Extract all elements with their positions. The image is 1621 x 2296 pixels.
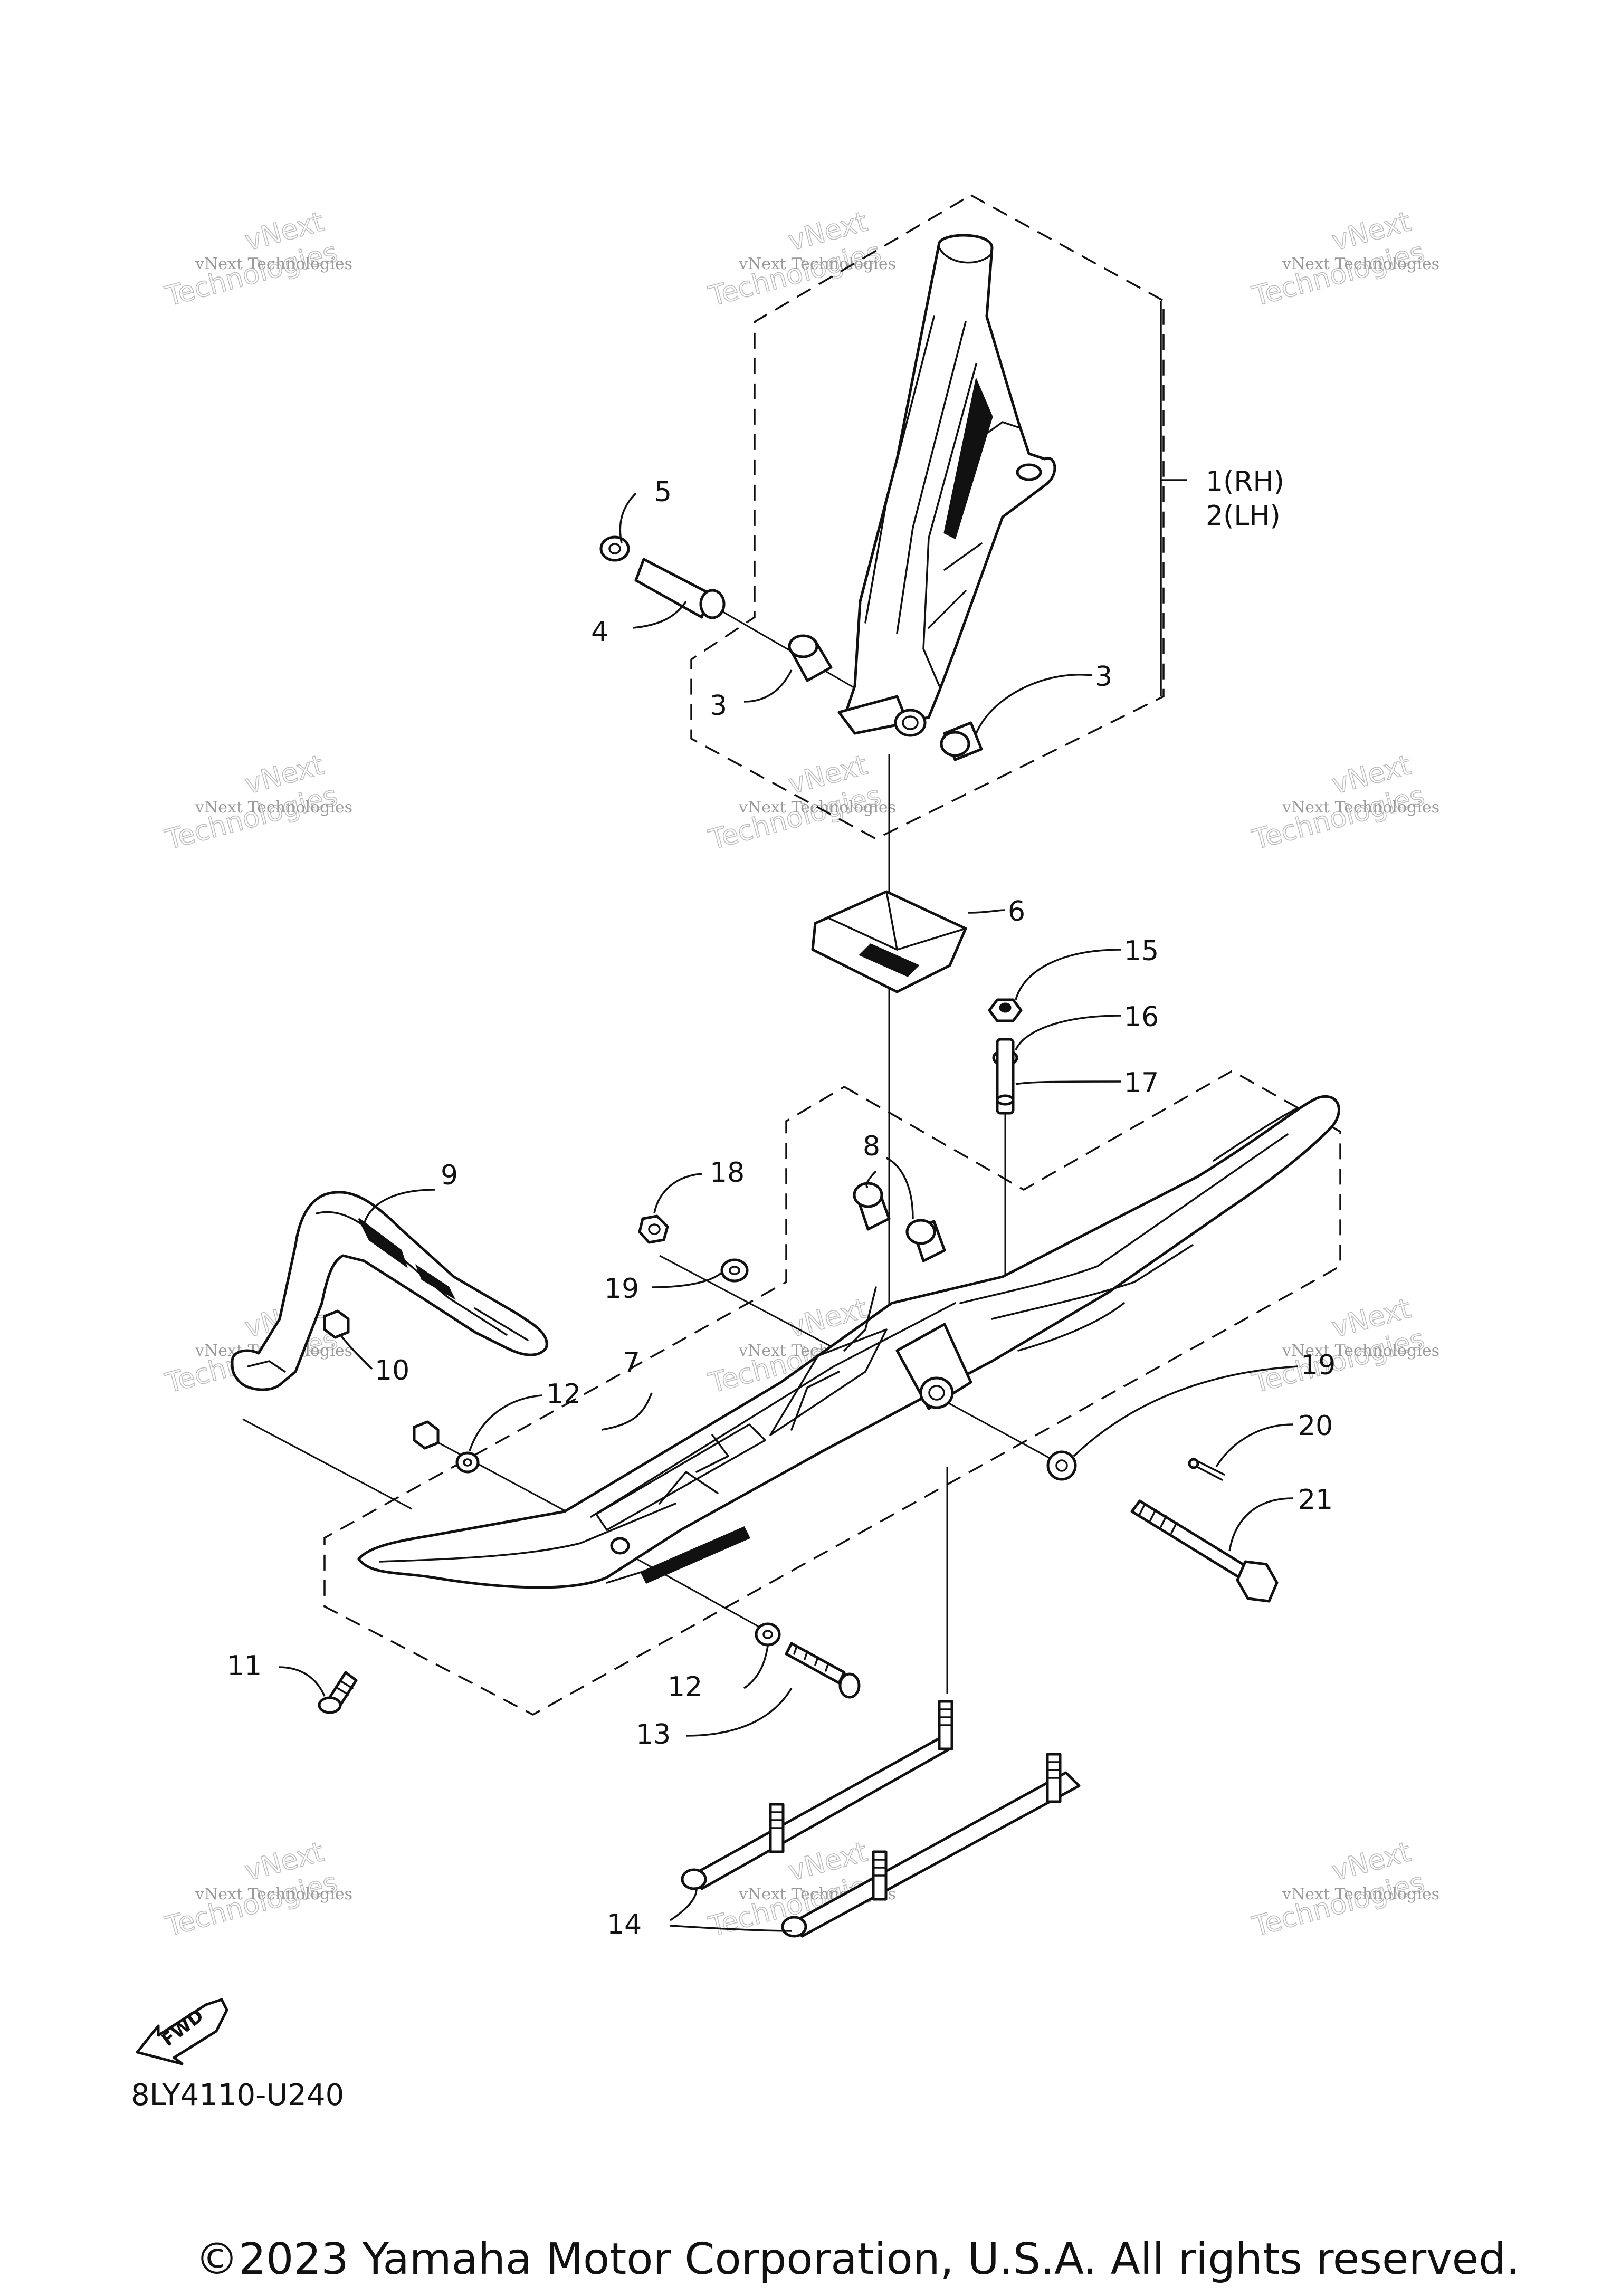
nut-10 — [323, 1309, 350, 1339]
bolt-11 — [318, 1671, 358, 1714]
leader-lines — [278, 479, 1299, 1932]
callout-4: 4 — [591, 616, 608, 648]
diagram-code: 8LY4110-U240 — [131, 2078, 344, 2112]
callout-5: 5 — [654, 476, 672, 508]
watermark: vNext Technologies vNext Technologies — [1248, 1835, 1439, 1943]
bolt-13 — [785, 1642, 861, 1699]
fwd-arrow-icon: FWD — [136, 1998, 228, 2065]
svg-text:vNext Technologies: vNext Technologies — [1282, 1885, 1439, 1903]
callout-6: 6 — [1008, 896, 1025, 927]
svg-text:vNext Technologies: vNext Technologies — [195, 1885, 352, 1903]
callout-14: 14 — [607, 1909, 642, 1940]
callout-20: 20 — [1298, 1410, 1333, 1442]
ski-handle — [231, 1191, 548, 1391]
pivot-bolt-axis-line — [939, 1397, 1061, 1465]
washer-5 — [599, 535, 630, 562]
collar — [634, 558, 726, 619]
callout-10: 10 — [375, 1355, 409, 1386]
watermark: vNext Technologies vNext Technologies — [1248, 749, 1439, 856]
callout-8: 8 — [863, 1131, 880, 1162]
svg-text:vNext Technologies: vNext Technologies — [195, 255, 352, 273]
callout-17: 17 — [1124, 1067, 1159, 1099]
svg-text:vNext Technologies: vNext Technologies — [1282, 1342, 1439, 1360]
nut-15 — [988, 998, 1023, 1022]
cotter-pin-20 — [1188, 1458, 1225, 1481]
handle-to-ski-line — [242, 1418, 412, 1510]
pivot-bolt-21 — [1130, 1499, 1279, 1603]
runner-upper — [681, 1700, 953, 1890]
callout-3-left: 3 — [710, 690, 727, 722]
washer-12-lower — [755, 1622, 781, 1647]
copyright-notice: ©2023 Yamaha Motor Corporation, U.S.A. A… — [195, 2234, 1520, 2284]
bushing-left — [788, 634, 833, 682]
callout-12-lower: 12 — [668, 1671, 702, 1703]
runner-lower — [781, 1753, 1081, 1938]
bushing-right — [940, 721, 983, 761]
callout-labels: 1(RH) 2(LH) 3 3 4 5 6 7 8 9 10 11 12 12 … — [227, 466, 1336, 1940]
callout-1: 1(RH) — [1206, 466, 1284, 498]
washer-19-right — [1046, 1450, 1077, 1481]
spindle-assembly-boundary — [690, 194, 1165, 840]
svg-text:vNext Technologies: vNext Technologies — [1282, 798, 1439, 817]
ski-bushing-right — [905, 1219, 946, 1262]
ski-assembly-boundary — [323, 1069, 1341, 1716]
watermark: vNext Technologies vNext Technologies — [161, 1835, 352, 1943]
watermark: vNext Technologies vNext Technologies — [161, 749, 352, 856]
callout-12-upper: 12 — [546, 1379, 581, 1410]
nut-18 — [638, 1214, 669, 1244]
callout-21: 21 — [1298, 1484, 1333, 1516]
handle-bolt-line-a — [414, 1429, 592, 1526]
ski — [357, 1095, 1340, 1589]
callout-7: 7 — [623, 1347, 640, 1379]
handle-bolt-line-b — [659, 1255, 840, 1352]
svg-text:vNext Technologies: vNext Technologies — [1282, 255, 1439, 273]
nut-handle — [413, 1420, 440, 1450]
callout-9: 9 — [441, 1160, 458, 1191]
callout-2: 2(LH) — [1206, 500, 1281, 532]
ski-spindle — [837, 234, 1056, 737]
watermark: vNext Technologies vNext Technologies — [705, 749, 896, 856]
callout-13: 13 — [636, 1719, 671, 1750]
watermark: vNext Technologies vNext Technologies — [705, 205, 896, 313]
callout-19-right: 19 — [1301, 1350, 1336, 1381]
ski-bushing-left — [853, 1182, 891, 1231]
svg-text:vNext Technologies: vNext Technologies — [195, 798, 352, 817]
callout-15: 15 — [1124, 935, 1159, 967]
callout-16: 16 — [1124, 1001, 1159, 1033]
callout-19-left: 19 — [604, 1273, 639, 1305]
watermark: vNext Technologies vNext Technologies — [161, 205, 352, 313]
svg-text:vNext Technologies: vNext Technologies — [738, 255, 896, 273]
callout-3-right: 3 — [1095, 661, 1112, 693]
callout-18: 18 — [710, 1157, 745, 1189]
watermark: vNext Technologies vNext Technologies — [1248, 205, 1439, 313]
washer-19-left — [720, 1258, 749, 1283]
front-bolt-axis-line — [622, 1550, 766, 1631]
callout-11: 11 — [227, 1650, 262, 1682]
washer-12-upper — [455, 1451, 480, 1474]
watermark: vNext Technologies vNext Technologies — [1248, 1292, 1439, 1400]
damper — [811, 890, 967, 993]
spacer-17 — [996, 1038, 1015, 1115]
